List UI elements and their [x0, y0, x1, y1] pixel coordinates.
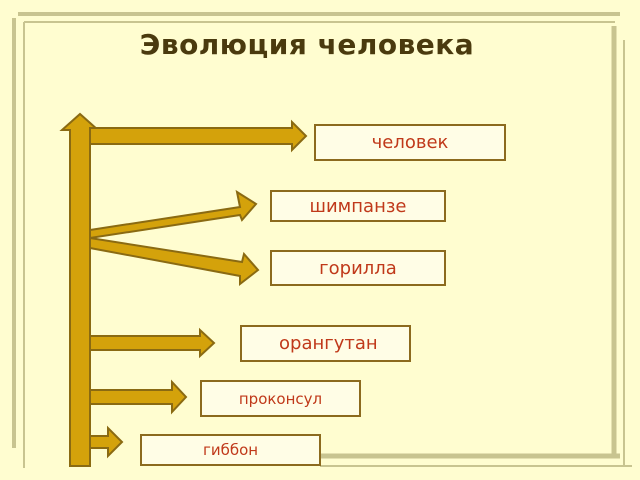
label-text: проконсул — [238, 389, 323, 408]
arrow-proconsul — [89, 379, 188, 415]
page-title: Эволюция человека — [139, 28, 475, 61]
trunk-arrow — [59, 112, 101, 467]
label-text: гиббон — [202, 441, 259, 459]
label-proconsul: проконсул — [200, 380, 361, 417]
label-text: орангутан — [273, 333, 378, 354]
arrow-human — [89, 119, 308, 153]
arrow-gorilla — [89, 236, 260, 287]
label-gorilla: горилла — [270, 250, 446, 286]
label-text: человек — [371, 132, 449, 153]
label-text: горилла — [319, 257, 397, 279]
label-gibbon: гиббон — [140, 434, 321, 466]
arrow-gibbon — [89, 425, 124, 459]
label-human: человек — [314, 124, 506, 161]
label-orangutan: орангутан — [240, 325, 411, 362]
label-text: шимпанзе — [309, 195, 407, 217]
arrow-chimpanzee — [89, 189, 258, 240]
arrow-orangutan — [89, 327, 216, 359]
label-chimpanzee: шимпанзе — [270, 190, 446, 222]
